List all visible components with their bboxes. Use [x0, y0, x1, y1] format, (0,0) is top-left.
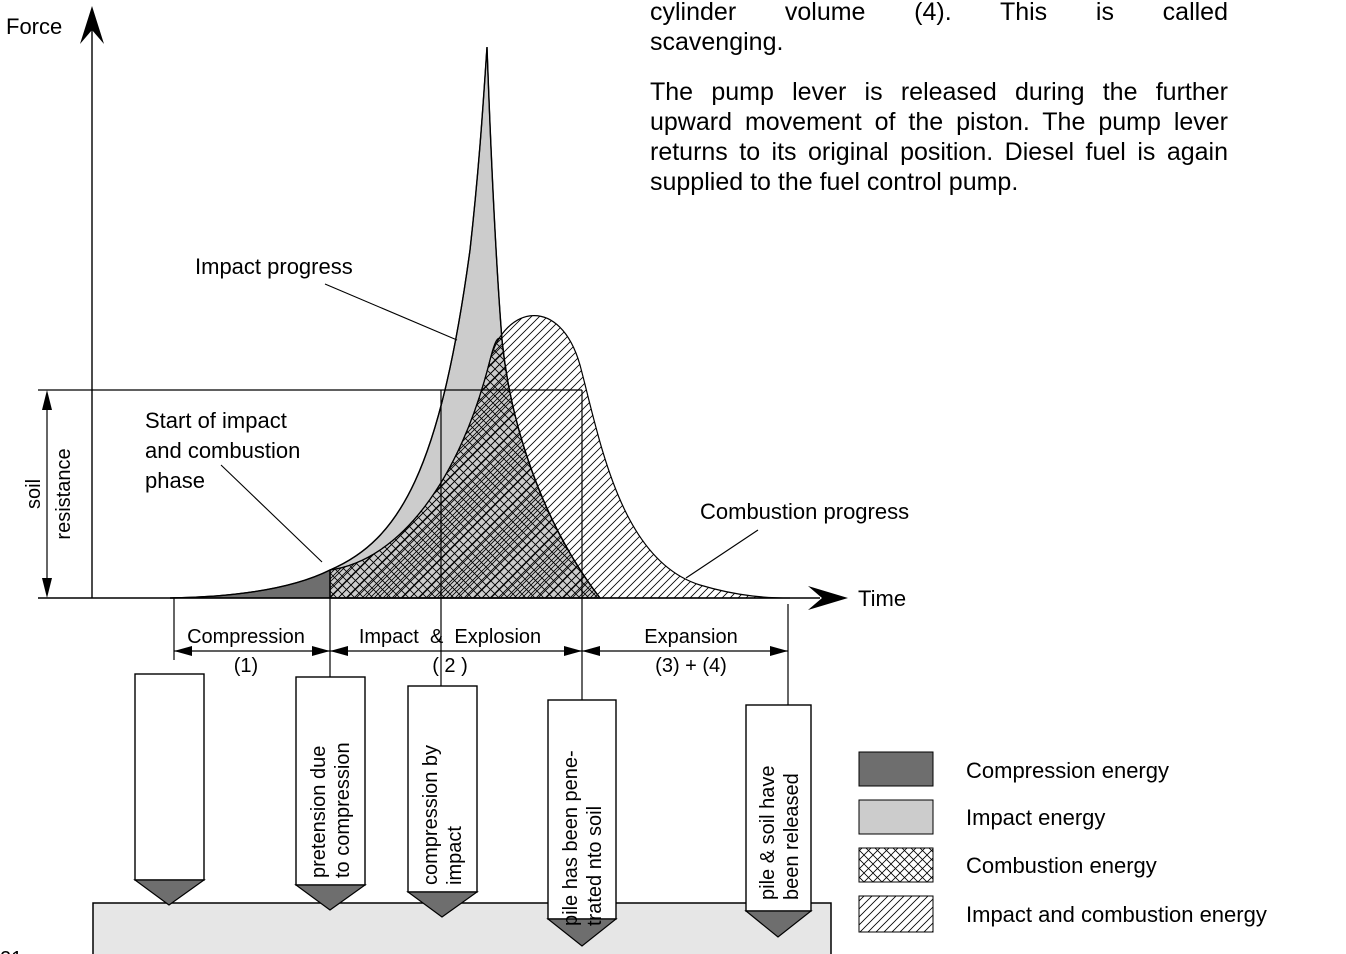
- start-phase-label-line3: phase: [145, 468, 205, 493]
- start-phase-label-line1: Start of impact: [145, 408, 287, 433]
- pile-5-label-line1: pile & soil have: [757, 765, 779, 900]
- page-number: 21: [0, 948, 22, 954]
- pile-3: compression by impact: [406, 685, 479, 918]
- phase-impact-number: ( 2 ): [432, 655, 468, 677]
- phase-compression-number: (1): [234, 655, 258, 677]
- phase-impact-label: Impact & Explosion: [359, 626, 541, 648]
- x-axis-arrow: [808, 586, 848, 610]
- resistance-label: resistance: [53, 448, 75, 539]
- pile-4-label-line2: trated nto soil: [584, 806, 606, 926]
- phase-compression-label: Compression: [187, 626, 305, 648]
- impact-progress-label: Impact progress: [195, 254, 353, 279]
- x-axis-label: Time: [858, 586, 906, 611]
- dim-expansion-arrow-right: [770, 646, 788, 656]
- impact-progress-leader: [324, 283, 458, 341]
- combustion-progress-label: Combustion progress: [700, 499, 909, 524]
- dim-impact-arrow-left: [330, 646, 348, 656]
- pile-1: [133, 673, 206, 906]
- soil-label: soil: [23, 479, 45, 509]
- legend-swatch-impact: [858, 799, 934, 835]
- soil-dim-arrow-top: [42, 390, 52, 410]
- paragraph-top-line2: scavenging.: [650, 28, 784, 56]
- phase-expansion-label: Expansion: [644, 626, 737, 648]
- dim-impact-arrow-right: [564, 646, 582, 656]
- combustion-progress-leader: [685, 529, 759, 579]
- pile-3-label-line2: impact: [444, 826, 466, 885]
- paragraph-bottom: The pump lever is released during the fu…: [650, 78, 1228, 196]
- dim-expansion-arrow-left: [582, 646, 600, 656]
- phase-expansion-number: (3) + (4): [655, 655, 727, 677]
- paragraph-top-line1: cylinder volume (4). This is called: [650, 0, 1228, 26]
- legend-label-compression: Compression energy: [966, 758, 1169, 783]
- legend-swatch-impact-combustion: [858, 895, 934, 933]
- pile-5: pile & soil have been released: [744, 704, 813, 938]
- legend-swatch-compression: [858, 751, 934, 787]
- pile-2-label-line2: to compression: [332, 742, 354, 878]
- y-axis-arrow: [80, 6, 104, 44]
- legend-label-impact: Impact energy: [966, 805, 1105, 830]
- legend-swatch-combustion: [858, 847, 934, 883]
- soil-dim-arrow-bottom: [42, 578, 52, 598]
- ground-block: [92, 902, 832, 954]
- impact-curve-outline: [169, 46, 601, 599]
- pile-5-label-line2: been released: [781, 773, 803, 900]
- dim-compression-arrow-right: [312, 646, 330, 656]
- pile-4-label-line1: pile has been pene-: [560, 750, 582, 926]
- legend-label-impact-combustion: Impact and combustion energy: [966, 902, 1267, 927]
- start-phase-leader: [220, 464, 323, 563]
- pile-4: pile has been pene- trated nto soil: [546, 699, 618, 947]
- compression-energy-area: [169, 569, 331, 599]
- legend: Compression energy Impact energy Combust…: [858, 751, 1267, 933]
- y-axis-label: Force: [6, 14, 62, 39]
- pile-2-label-line1: pretension due: [308, 746, 330, 878]
- legend-label-combustion: Combustion energy: [966, 853, 1157, 878]
- start-phase-label-line2: and combustion: [145, 438, 300, 463]
- dim-compression-arrow-left: [174, 646, 192, 656]
- pile-2: pretension due to compression: [294, 676, 367, 911]
- pile-3-label-line1: compression by: [420, 745, 442, 885]
